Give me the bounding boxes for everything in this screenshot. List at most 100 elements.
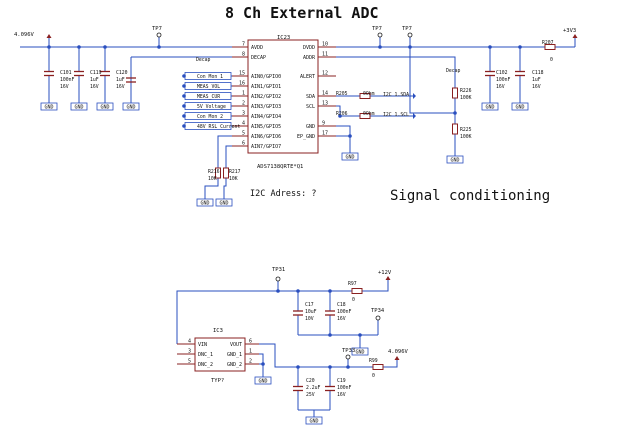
r99-body bbox=[372, 364, 384, 370]
gnd-label: GND bbox=[126, 105, 135, 111]
r225-value: 100K bbox=[460, 134, 472, 140]
ref-pin-number: 5 bbox=[188, 359, 191, 365]
gnd-box bbox=[481, 102, 499, 111]
ref-gnd1-wire bbox=[259, 353, 264, 374]
adc-pin-name: AVDD bbox=[251, 45, 263, 51]
c101-voltage: 16V bbox=[60, 84, 69, 90]
c119-value: 1uF bbox=[90, 77, 99, 83]
vout-out bbox=[383, 360, 398, 368]
adc-pin-number: 12 bbox=[322, 71, 328, 77]
c17-voltage: 10V bbox=[305, 316, 314, 322]
gnd-label: GND bbox=[74, 105, 83, 111]
r97-value: 0 bbox=[352, 297, 355, 303]
tp7-label-b: TP7 bbox=[372, 26, 382, 32]
r207-value: 0 bbox=[550, 57, 553, 63]
c102-voltage: 16V bbox=[496, 84, 505, 90]
c20-ref: C20 bbox=[306, 378, 315, 384]
adc-pin-name: AIN7/GPIO7 bbox=[251, 144, 281, 150]
gnd-label: GND bbox=[44, 105, 53, 111]
ref-pin-name: DNC_1 bbox=[198, 352, 213, 358]
gnd-box bbox=[351, 347, 369, 356]
adc-pin-number: 4 bbox=[242, 121, 245, 127]
tp34-label: TP34 bbox=[371, 308, 385, 314]
gnd-symbol: GND bbox=[511, 100, 529, 111]
adc-pin-name: AIN3/GPIO3 bbox=[251, 104, 281, 110]
gnd-box bbox=[40, 102, 58, 111]
ain-net-label: Con Mon 1 bbox=[197, 74, 223, 80]
r225-body bbox=[452, 123, 458, 135]
tp7-b bbox=[377, 32, 383, 38]
adc-pin-number: 6 bbox=[242, 141, 245, 147]
tp31 bbox=[275, 276, 281, 282]
net-i2c-scl: I2C 1.SCL bbox=[383, 112, 409, 118]
c120-ref: C120 bbox=[116, 70, 128, 76]
c120-value: 1uF bbox=[116, 77, 125, 83]
gnd-symbol: GND bbox=[215, 196, 233, 207]
ref-pin-number: 3 bbox=[188, 349, 191, 355]
r205-value: 0Ohm bbox=[363, 91, 375, 97]
c19-ref: C19 bbox=[337, 378, 346, 384]
adc-pin-number: 17 bbox=[322, 131, 328, 137]
net-12v: +12V bbox=[378, 270, 392, 276]
ain-net-box bbox=[184, 92, 232, 100]
addr-line bbox=[336, 56, 456, 88]
signal-conditioning-title: Signal conditioning bbox=[390, 188, 550, 204]
c17-value: 10uF bbox=[305, 309, 317, 315]
ref-pin-name: GND_1 bbox=[227, 352, 242, 358]
junction-dot bbox=[348, 134, 352, 138]
c101-ref: C101 bbox=[60, 70, 72, 76]
vin-rail bbox=[176, 290, 362, 344]
vref-arrow-bottom bbox=[394, 356, 400, 360]
r97-ref: R97 bbox=[348, 281, 357, 287]
adc-pin-number: 16 bbox=[239, 81, 245, 87]
gnd-box bbox=[254, 376, 272, 385]
r226-ref: R226 bbox=[460, 88, 472, 94]
r217-body bbox=[223, 167, 229, 179]
gnd-box bbox=[122, 102, 140, 111]
tp31-label: TP31 bbox=[272, 267, 285, 273]
adc-pin-name: AIN1/GPIO1 bbox=[251, 84, 281, 90]
adc-pin-number: 10 bbox=[322, 42, 328, 48]
adc-pin-number: 15 bbox=[239, 71, 245, 77]
c19-value: 100nF bbox=[337, 385, 352, 391]
adc-pin-name: DVDD bbox=[303, 45, 315, 51]
gnd-symbol: GND bbox=[40, 100, 58, 111]
adc-pin-name: AIN6/GPIO6 bbox=[251, 134, 281, 140]
gnd-symbol: GND bbox=[341, 150, 359, 161]
r216-ref: R216 bbox=[208, 169, 220, 175]
gnd-box bbox=[215, 198, 233, 207]
adc-pin-number: 3 bbox=[242, 111, 245, 117]
junction-dot bbox=[328, 333, 332, 337]
ain-net-box bbox=[184, 102, 232, 110]
tp7-a bbox=[156, 32, 162, 38]
ref-ic-ref: IC3 bbox=[213, 328, 223, 334]
ain-net-label: 5V Voltage bbox=[197, 104, 226, 110]
sda-arrow bbox=[413, 93, 416, 99]
gnd-box bbox=[70, 102, 88, 111]
gnd-box bbox=[341, 152, 359, 161]
gnd-label: GND bbox=[345, 155, 354, 161]
c118-value: 1uF bbox=[532, 77, 541, 83]
ain-net-box bbox=[184, 82, 232, 90]
gnd-label: GND bbox=[355, 350, 364, 356]
adc-pin-number: 7 bbox=[242, 42, 245, 48]
junction-dot bbox=[261, 362, 265, 366]
gnd-symbol: GND bbox=[254, 374, 272, 385]
r217-wire bbox=[225, 145, 232, 170]
r225-ref: R225 bbox=[460, 127, 472, 133]
gnd-box bbox=[446, 155, 464, 164]
adc-pin-number: 14 bbox=[322, 91, 328, 97]
gnd-symbol: GND bbox=[305, 414, 323, 425]
c102-value: 100nF bbox=[496, 77, 511, 83]
gnd-label: GND bbox=[309, 419, 318, 425]
adc-pin-name: ALERT bbox=[300, 74, 315, 80]
r205-ref: R205 bbox=[336, 91, 348, 97]
ain-net-box bbox=[184, 112, 232, 120]
gnd-symbol: GND bbox=[351, 345, 369, 356]
adc-section-title: 8 Ch External ADC bbox=[225, 4, 379, 22]
adc-pin-name: AIN4/GPIO4 bbox=[251, 114, 281, 120]
adc-pin-name: SDA bbox=[306, 94, 315, 100]
adc-pin-name: AIN5/GPIO5 bbox=[251, 124, 281, 130]
ain-net-label: MEAS_CUR bbox=[197, 94, 220, 100]
tp33 bbox=[345, 354, 351, 360]
